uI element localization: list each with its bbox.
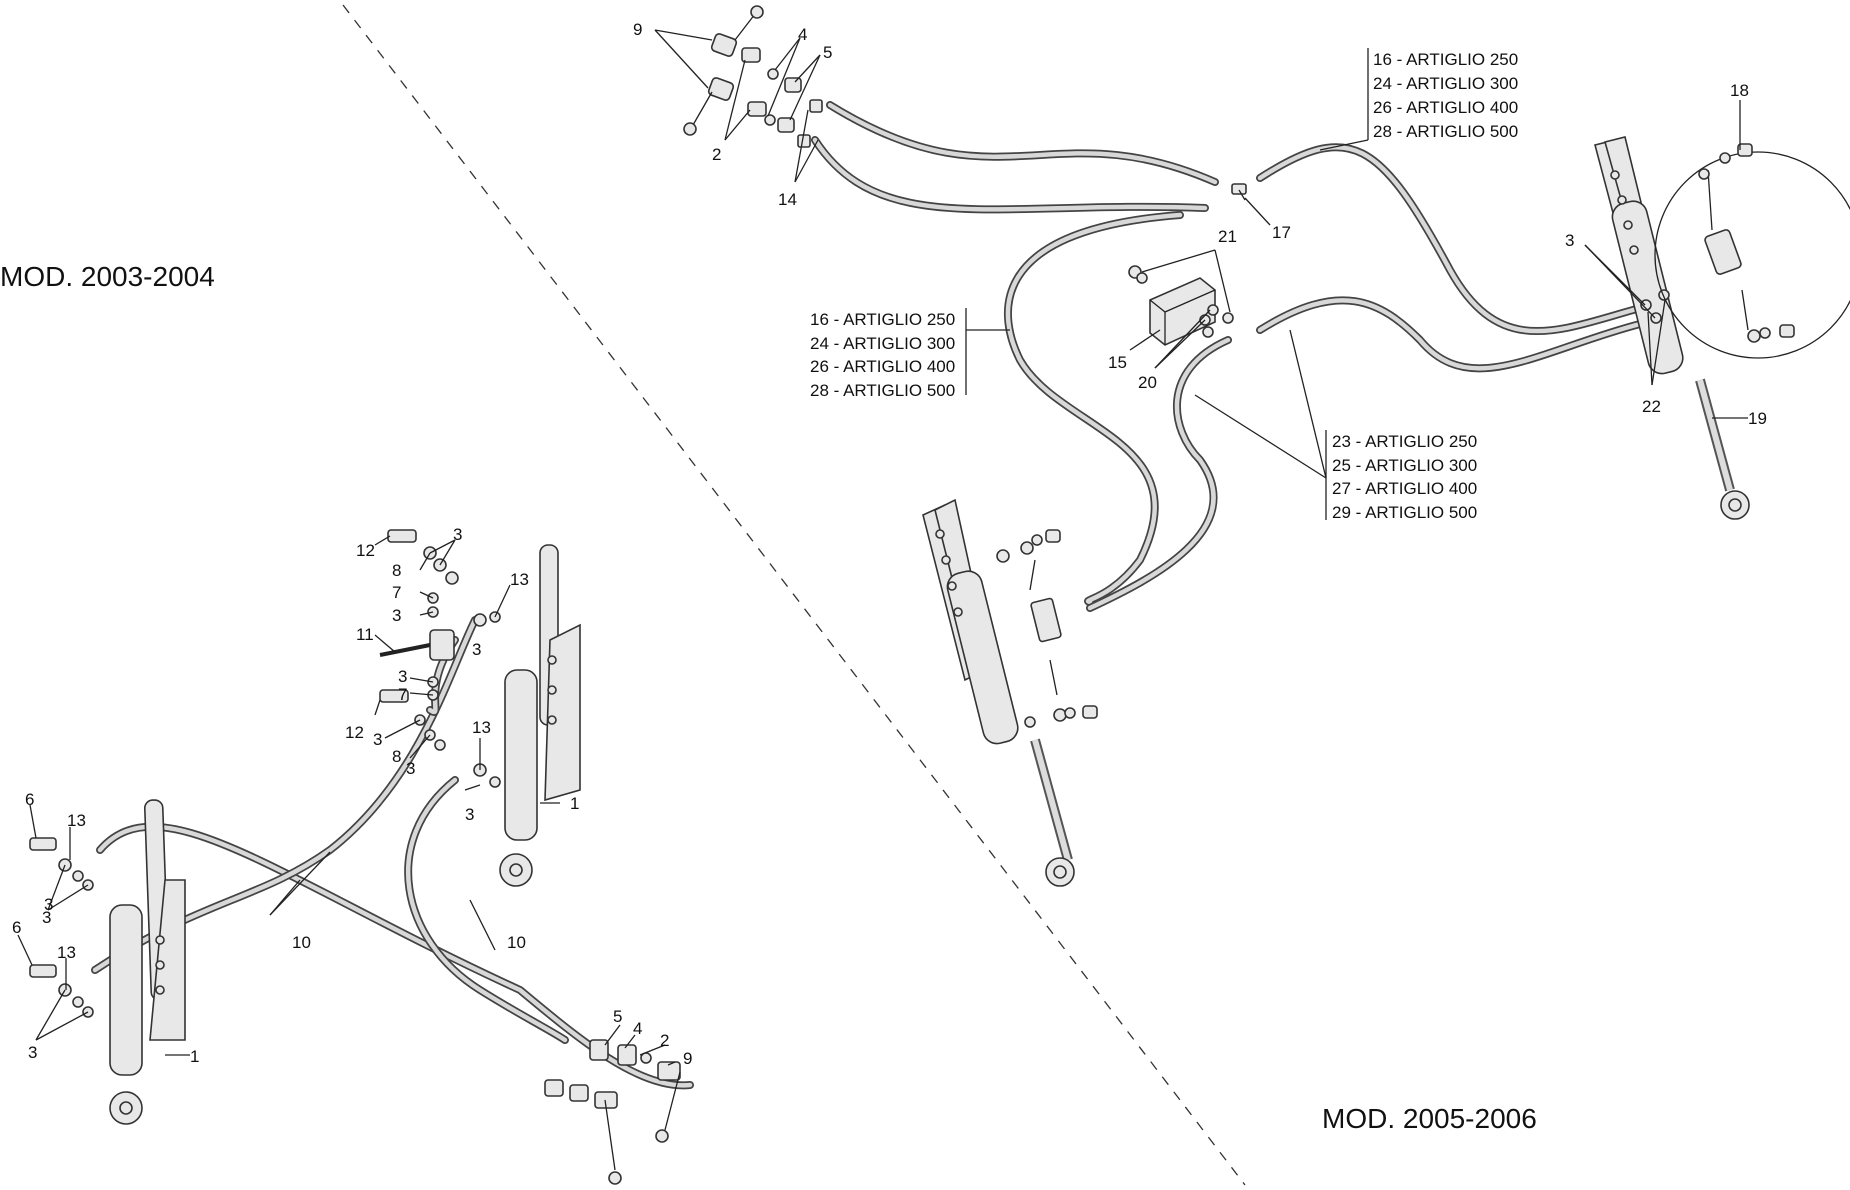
svg-text:3: 3	[44, 895, 53, 914]
svg-text:11: 11	[356, 625, 374, 644]
svg-text:3: 3	[392, 606, 401, 625]
svg-text:7: 7	[398, 685, 407, 704]
svg-text:3: 3	[398, 667, 407, 686]
ref-group-c: 23 - ARTIGLIO 250 25 - ARTIGLIO 300 27 -…	[1332, 432, 1477, 522]
svg-text:9: 9	[633, 20, 642, 39]
svg-text:3: 3	[465, 805, 474, 824]
svg-text:3: 3	[42, 908, 51, 927]
cylinder-right-lower	[922, 498, 1098, 887]
svg-text:20: 20	[1138, 373, 1157, 392]
svg-text:10: 10	[507, 933, 526, 952]
svg-text:4: 4	[798, 25, 807, 44]
svg-text:28 - ARTIGLIO 500: 28 - ARTIGLIO 500	[810, 381, 955, 400]
svg-text:24 - ARTIGLIO 300: 24 - ARTIGLIO 300	[1373, 74, 1518, 93]
svg-text:1: 1	[570, 794, 579, 813]
cylinder-left-lower	[109, 799, 186, 1125]
svg-text:27 - ARTIGLIO 400: 27 - ARTIGLIO 400	[1332, 479, 1477, 498]
svg-text:2: 2	[712, 145, 721, 164]
svg-text:5: 5	[823, 43, 832, 62]
leaders-left	[17, 535, 676, 1066]
svg-text:3: 3	[1565, 231, 1574, 250]
svg-text:26 - ARTIGLIO 400: 26 - ARTIGLIO 400	[810, 357, 955, 376]
svg-text:4: 4	[633, 1019, 642, 1038]
svg-text:13: 13	[67, 811, 86, 830]
fittings-left	[29, 529, 681, 1185]
couplers-right	[683, 5, 823, 148]
svg-text:15: 15	[1108, 353, 1127, 372]
ref-group-a: 16 - ARTIGLIO 250 24 - ARTIGLIO 300 26 -…	[1373, 50, 1518, 141]
svg-text:26 - ARTIGLIO 400: 26 - ARTIGLIO 400	[1373, 98, 1518, 117]
svg-text:21: 21	[1218, 227, 1237, 246]
svg-text:17: 17	[1272, 223, 1291, 242]
svg-text:14: 14	[778, 190, 797, 209]
ref-group-b: 16 - ARTIGLIO 250 24 - ARTIGLIO 300 26 -…	[810, 310, 955, 400]
svg-text:2: 2	[660, 1031, 669, 1050]
svg-text:13: 13	[57, 943, 76, 962]
model-label-right: MOD. 2005-2006	[1322, 1103, 1537, 1134]
svg-text:22: 22	[1642, 397, 1661, 416]
svg-text:25 - ARTIGLIO 300: 25 - ARTIGLIO 300	[1332, 456, 1477, 475]
svg-text:16 - ARTIGLIO 250: 16 - ARTIGLIO 250	[810, 310, 955, 329]
leaders-right	[654, 29, 1748, 419]
svg-text:18: 18	[1730, 81, 1749, 100]
svg-text:19: 19	[1748, 409, 1767, 428]
svg-text:13: 13	[472, 718, 491, 737]
detail-circle	[1654, 143, 1850, 359]
cylinder-left-upper	[499, 544, 581, 887]
callouts-left: 12 3 8 7 3 13 11 3 3 7 12 3 8 3 13 3 1 6…	[12, 525, 692, 1068]
svg-text:12: 12	[345, 723, 364, 742]
svg-text:24 - ARTIGLIO 300: 24 - ARTIGLIO 300	[810, 334, 955, 353]
svg-text:3: 3	[373, 730, 382, 749]
svg-text:6: 6	[12, 918, 21, 937]
svg-text:1: 1	[190, 1047, 199, 1066]
svg-text:8: 8	[392, 561, 401, 580]
svg-text:16 - ARTIGLIO 250: 16 - ARTIGLIO 250	[1373, 50, 1518, 69]
svg-text:7: 7	[392, 583, 401, 602]
svg-text:3: 3	[28, 1043, 37, 1062]
model-divider	[342, 4, 1246, 1186]
svg-text:9: 9	[683, 1049, 692, 1068]
svg-text:3: 3	[453, 525, 462, 544]
svg-text:10: 10	[292, 933, 311, 952]
manifold-block	[1128, 183, 1247, 346]
model-label-left: MOD. 2003-2004	[0, 261, 215, 292]
svg-text:23 - ARTIGLIO 250: 23 - ARTIGLIO 250	[1332, 432, 1477, 451]
svg-text:3: 3	[472, 640, 481, 659]
svg-text:13: 13	[510, 570, 529, 589]
svg-text:3: 3	[406, 759, 415, 778]
svg-text:12: 12	[356, 541, 375, 560]
svg-text:8: 8	[392, 747, 401, 766]
svg-text:5: 5	[613, 1007, 622, 1026]
svg-text:6: 6	[25, 790, 34, 809]
callouts-right: 9 4 5 2 14 17 21 15 20 18 3 22 19	[633, 20, 1767, 428]
svg-text:28 - ARTIGLIO 500: 28 - ARTIGLIO 500	[1373, 122, 1518, 141]
svg-text:29 - ARTIGLIO 500: 29 - ARTIGLIO 500	[1332, 503, 1477, 522]
